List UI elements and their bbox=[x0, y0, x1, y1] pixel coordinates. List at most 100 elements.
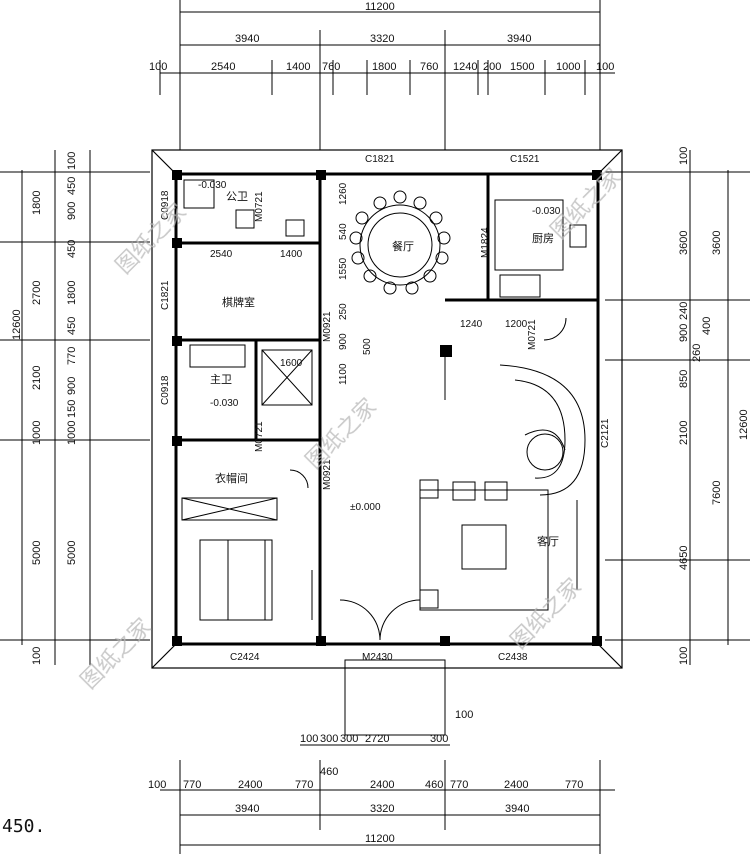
top-detail-7: 200 bbox=[483, 61, 501, 73]
top-bay-2: 3320 bbox=[370, 33, 394, 45]
right-detail-7: 850 bbox=[678, 370, 690, 388]
dim-2540: 2540 bbox=[210, 249, 233, 260]
right-detail-11: 100 bbox=[678, 647, 690, 665]
dim-1240: 1240 bbox=[460, 319, 483, 330]
porch-dim-10: 100 bbox=[455, 709, 473, 721]
top-detail-0: 100 bbox=[149, 61, 167, 73]
right-detail-0: 100 bbox=[678, 147, 690, 165]
right-detail-3: 900 bbox=[678, 324, 690, 342]
tag-c1521: C1521 bbox=[510, 154, 540, 165]
vert-540: 540 bbox=[338, 223, 349, 240]
tag-m2430: M2430 bbox=[362, 652, 393, 663]
bottom-bay-3: 3940 bbox=[505, 803, 529, 815]
left-detail-9: 2100 bbox=[31, 366, 43, 390]
right-detail-2: 3600 bbox=[711, 231, 723, 255]
tag-m0721-mid: M0721 bbox=[254, 421, 265, 452]
bottom-detail-1: 770 bbox=[183, 779, 201, 791]
left-detail-2: 900 bbox=[66, 202, 78, 220]
tag-c2424: C2424 bbox=[230, 652, 260, 663]
tag-c2438: C2438 bbox=[498, 652, 528, 663]
right-detail-8: 2100 bbox=[678, 421, 690, 445]
top-detail-3: 760 bbox=[322, 61, 340, 73]
dim-1400: 1400 bbox=[280, 249, 303, 260]
right-total-dim: 12600 bbox=[738, 409, 750, 440]
vert-1100: 1100 bbox=[338, 363, 349, 385]
left-detail-3: 450 bbox=[66, 240, 78, 258]
room-kitchen: 厨房 bbox=[532, 232, 554, 245]
right-detail-10: 4650 bbox=[678, 546, 690, 570]
top-detail-8: 1500 bbox=[510, 61, 534, 73]
bottom-detail-8: 2400 bbox=[504, 779, 528, 791]
bottom-detail-9: 770 bbox=[565, 779, 583, 791]
bottom-detail-5: 2400 bbox=[370, 779, 394, 791]
top-detail-5: 760 bbox=[420, 61, 438, 73]
left-detail-16: 5000 bbox=[66, 541, 78, 565]
dim-1600: 1600 bbox=[280, 358, 303, 369]
porch-dim-3: 2720 bbox=[365, 733, 389, 745]
left-detail-8: 450 bbox=[66, 317, 78, 335]
tag-m1824: M1824 bbox=[480, 227, 491, 258]
scale-text: 450. bbox=[2, 816, 45, 837]
room-public-wc: 公卫 bbox=[226, 190, 248, 203]
vert-900: 900 bbox=[338, 333, 349, 350]
top-detail-1: 2540 bbox=[211, 61, 235, 73]
vert-1550: 1550 bbox=[338, 257, 349, 280]
bottom-detail-0: 100 bbox=[148, 779, 166, 791]
left-detail-13: 1000 bbox=[31, 421, 43, 445]
left-detail-14: 1000 bbox=[66, 421, 78, 445]
left-total-dim: 12600 bbox=[11, 309, 23, 340]
bottom-detail-6: 460 bbox=[425, 779, 443, 791]
level-kitchen: -0.030 bbox=[532, 206, 561, 217]
room-dining: 餐厅 bbox=[392, 239, 414, 253]
room-chess: 棋牌室 bbox=[222, 295, 255, 309]
bottom-detail-7: 770 bbox=[450, 779, 468, 791]
room-master-wc: 主卫 bbox=[210, 373, 232, 386]
top-total-dim: 11200 bbox=[365, 1, 395, 13]
right-detail-4: 240 bbox=[678, 302, 690, 320]
left-detail-1: 450 bbox=[66, 177, 78, 195]
left-detail-4: 1800 bbox=[31, 191, 43, 215]
level-wc: -0.030 bbox=[198, 180, 227, 191]
bottom-bay-2: 3320 bbox=[370, 803, 394, 815]
room-wardrobe: 衣帽间 bbox=[215, 471, 248, 485]
tag-c1821-left: C1821 bbox=[160, 280, 171, 310]
left-detail-0: 100 bbox=[66, 152, 78, 170]
right-detail-6: 260 bbox=[691, 344, 703, 362]
room-living: 客厅 bbox=[537, 534, 559, 548]
bottom-detail-2: 2400 bbox=[238, 779, 262, 791]
tag-c0918-top: C0918 bbox=[160, 190, 171, 220]
bottom-detail-3: 770 bbox=[295, 779, 313, 791]
left-detail-15: 5000 bbox=[31, 541, 43, 565]
top-bay-3: 3940 bbox=[507, 33, 531, 45]
left-detail-7: 1800 bbox=[66, 281, 78, 305]
right-detail-1: 3600 bbox=[678, 231, 690, 255]
right-detail-5: 400 bbox=[701, 317, 713, 335]
left-detail-17: 100 bbox=[31, 647, 43, 665]
tag-m0721-top: M0721 bbox=[254, 191, 265, 222]
vert-250: 250 bbox=[338, 303, 349, 320]
bottom-total-dim: 11200 bbox=[365, 833, 395, 845]
top-detail-6: 1240 bbox=[453, 61, 477, 73]
top-detail-2: 1400 bbox=[286, 61, 310, 73]
dim-1200: 1200 bbox=[505, 319, 528, 330]
watermark-5: 图纸之家 bbox=[507, 574, 587, 654]
watermark-4: 图纸之家 bbox=[77, 614, 157, 694]
porch-dim-4: 300 bbox=[430, 733, 448, 745]
vert-1260: 1260 bbox=[338, 182, 349, 205]
tag-m0721-right: M0721 bbox=[527, 319, 538, 350]
left-detail-10: 770 bbox=[66, 347, 78, 365]
porch-dim-1: 300 bbox=[320, 733, 338, 745]
watermark-2: 图纸之家 bbox=[547, 164, 627, 244]
porch-dim-2: 300 bbox=[340, 733, 358, 745]
left-detail-6: 2700 bbox=[31, 281, 43, 305]
tag-c2121: C2121 bbox=[600, 418, 611, 448]
left-detail-12: 150 bbox=[66, 400, 78, 418]
vert-500: 500 bbox=[362, 338, 373, 355]
tag-c1821-top: C1821 bbox=[365, 154, 395, 165]
top-detail-9: 1000 bbox=[556, 61, 580, 73]
level-floor: ±0.000 bbox=[350, 502, 381, 513]
tag-m0921-mid: M0921 bbox=[322, 459, 333, 490]
bottom-detail-4: 460 bbox=[320, 766, 338, 778]
bottom-bay-1: 3940 bbox=[235, 803, 259, 815]
